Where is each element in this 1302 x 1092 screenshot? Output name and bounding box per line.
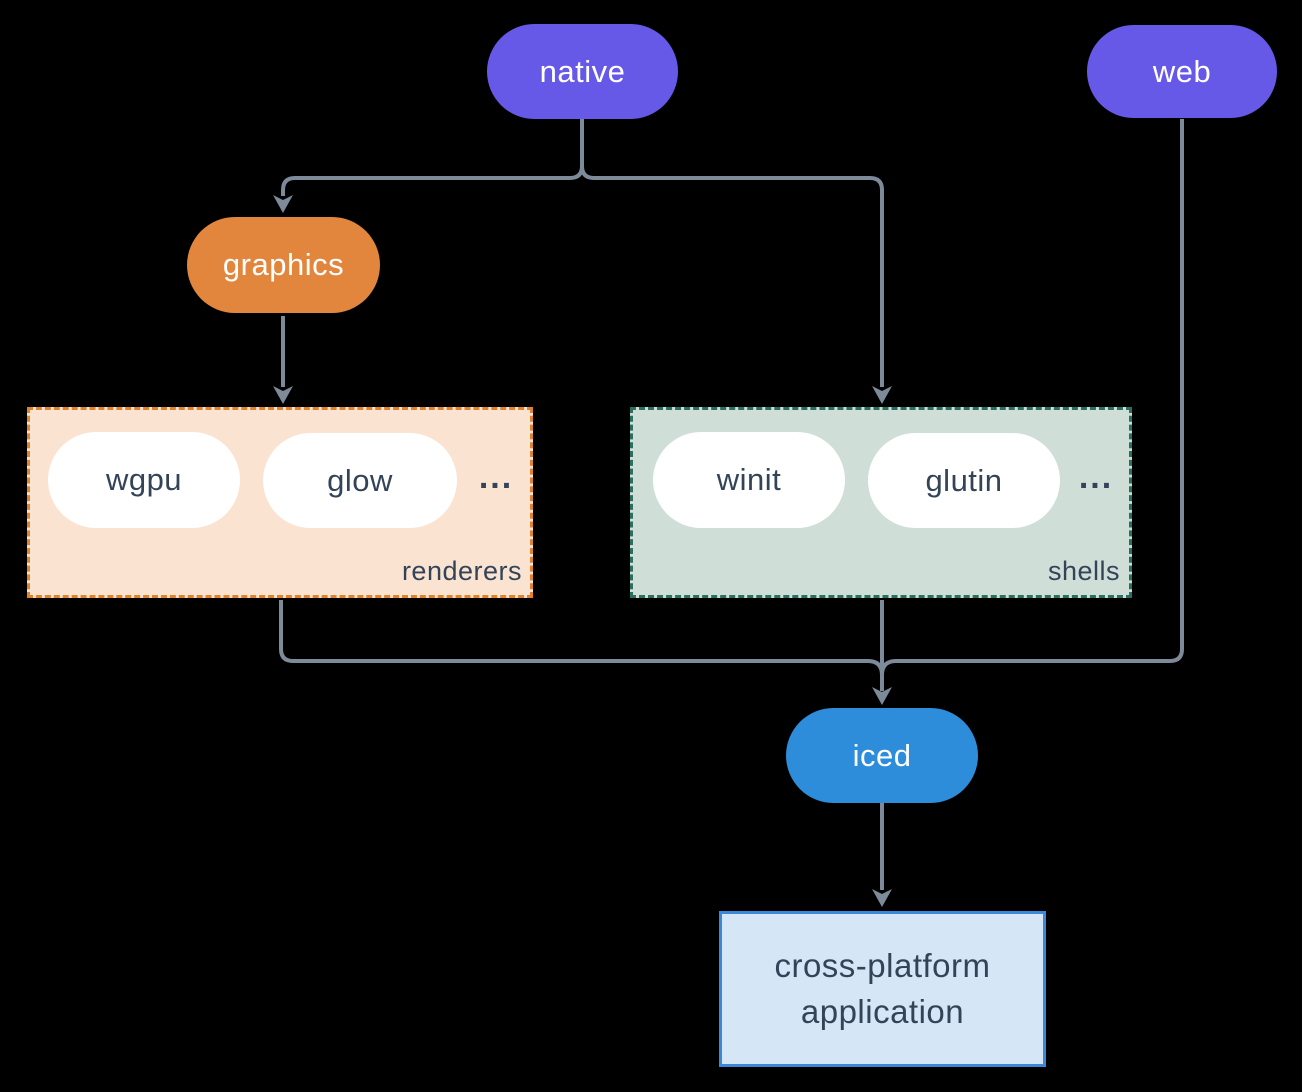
edge-renderers-iced bbox=[279, 600, 884, 676]
node-winit: winit bbox=[653, 432, 845, 528]
node-glutin: glutin bbox=[868, 433, 1060, 528]
node-graphics: graphics bbox=[187, 217, 380, 313]
group-shells-label: shells bbox=[1047, 556, 1120, 586]
node-web: web bbox=[1087, 25, 1277, 118]
node-iced: iced bbox=[786, 708, 978, 803]
group-renderers-label: renderers bbox=[401, 556, 522, 586]
node-cross-platform-application: cross-platform application bbox=[719, 911, 1046, 1067]
arrowhead-graphics bbox=[273, 195, 293, 213]
edge-native-shells bbox=[580, 165, 884, 387]
node-wgpu: wgpu bbox=[48, 432, 240, 528]
node-glow: glow bbox=[263, 433, 457, 528]
node-native: native bbox=[487, 24, 678, 119]
arrowhead-iced bbox=[872, 687, 892, 705]
renderers-ellipsis: ... bbox=[478, 457, 514, 496]
edge-native-graphics bbox=[281, 165, 584, 196]
arrowhead-renderers bbox=[273, 386, 293, 404]
arrowhead-app bbox=[872, 889, 892, 907]
arrowhead-shells bbox=[872, 386, 892, 404]
shells-ellipsis: ... bbox=[1078, 457, 1114, 496]
